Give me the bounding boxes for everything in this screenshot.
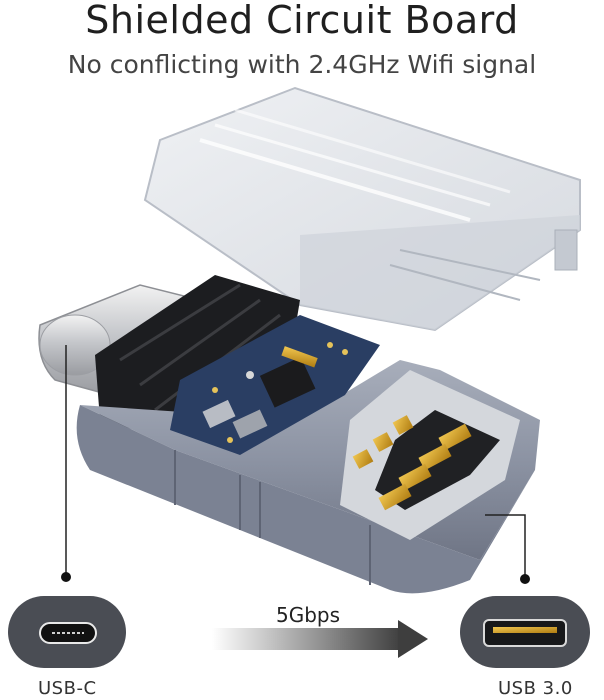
usb-c-port-icon [8, 596, 126, 668]
transparent-cover [143, 86, 581, 332]
usb-c-label: USB-C [38, 678, 97, 699]
transfer-speed-label: 5Gbps [276, 603, 341, 627]
transfer-arrow [212, 620, 428, 658]
page-title: Shielded Circuit Board [85, 0, 519, 42]
usb-a-port-icon [460, 596, 590, 668]
usb-a-socket [340, 370, 520, 540]
pointer-lines [61, 345, 530, 584]
usb-3-label: USB 3.0 [498, 678, 573, 699]
page-subtitle: No conflicting with 2.4GHz Wifi signal [67, 50, 537, 79]
circuit-board [170, 315, 380, 455]
